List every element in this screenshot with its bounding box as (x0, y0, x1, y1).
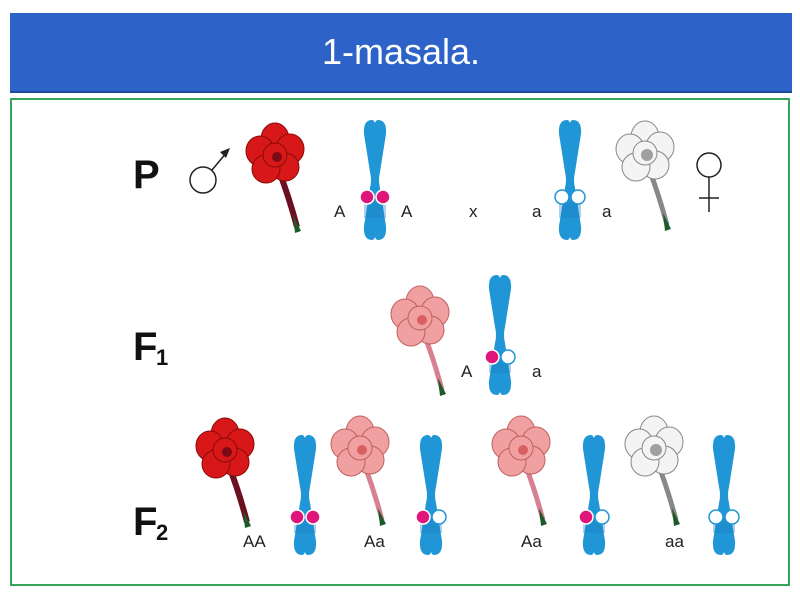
allele-dot-recessive (500, 349, 516, 365)
allele-label: A (461, 362, 473, 381)
pink-flower-icon (331, 416, 389, 526)
allele-dot-recessive (708, 509, 724, 525)
generation-subscript: 2 (156, 520, 168, 545)
pink-flower-icon (492, 416, 550, 526)
cross-sign: x (469, 202, 478, 221)
allele-label: a (602, 202, 612, 221)
allele-dot-dominant (375, 189, 391, 205)
title-bar: 1-masala. (10, 13, 792, 93)
male-symbol-icon (189, 148, 230, 194)
allele-dot-dominant (289, 509, 305, 525)
chromosome-icon (359, 120, 391, 240)
allele-dot-dominant (578, 509, 594, 525)
allele-dot-recessive (554, 189, 570, 205)
allele-label: a (532, 202, 542, 221)
genotype-label: Aa (521, 532, 542, 551)
chromosome-icon (484, 275, 516, 395)
allele-label: A (401, 202, 413, 221)
allele-dot-recessive (431, 509, 447, 525)
chromosome-icon (708, 435, 740, 555)
generation-subscript: 1 (156, 345, 168, 370)
allele-dot-recessive (594, 509, 610, 525)
allele-dot-dominant (305, 509, 321, 525)
slide-title: 1-masala. (321, 31, 481, 72)
white-flower-icon (616, 121, 674, 231)
allele-dot-recessive (570, 189, 586, 205)
diagram-frame (10, 98, 790, 586)
genotype-label: AA (243, 532, 266, 551)
chromosome-icon (578, 435, 610, 555)
allele-label: A (334, 202, 346, 221)
white-flower-icon (625, 416, 683, 526)
allele-label: a (532, 362, 542, 381)
genotype-label: Aa (364, 532, 385, 551)
generation-label-p: P (133, 153, 160, 197)
allele-dot-dominant (484, 349, 500, 365)
allele-dot-recessive (724, 509, 740, 525)
chromosome-icon (554, 120, 586, 240)
allele-dot-dominant (415, 509, 431, 525)
generation-label-f2: F (133, 500, 157, 544)
red-flower-icon (246, 123, 304, 233)
red-flower-icon (196, 418, 254, 528)
allele-dot-dominant (359, 189, 375, 205)
pink-flower-icon (391, 286, 449, 396)
chromosome-icon (415, 435, 447, 555)
generation-label-f1: F (133, 325, 157, 369)
female-symbol-icon (696, 152, 722, 212)
genotype-label: aa (665, 532, 684, 551)
chromosome-icon (289, 435, 321, 555)
